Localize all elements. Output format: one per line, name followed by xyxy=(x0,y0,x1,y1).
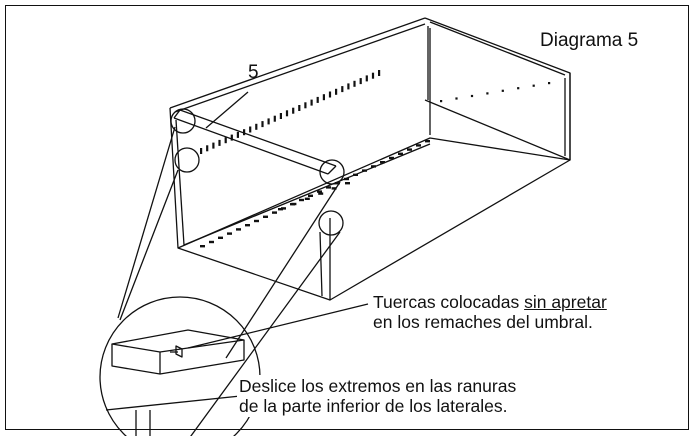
rivet-slot xyxy=(308,194,313,197)
rivet-slot xyxy=(318,192,324,195)
rivet-slot xyxy=(359,78,362,85)
rivet-slot xyxy=(281,207,286,210)
callout-circle-3 xyxy=(319,159,345,185)
detail-inset-parts xyxy=(105,329,251,436)
rivet-slot xyxy=(236,228,241,231)
rivet-slot xyxy=(304,197,310,200)
rivet-slot xyxy=(326,186,331,189)
rivet-slot xyxy=(285,110,289,117)
rivet-slot xyxy=(416,144,421,147)
rivet-slot xyxy=(310,99,313,106)
cross-brace xyxy=(173,109,337,175)
rivet-slot xyxy=(331,187,337,190)
rivet-slot xyxy=(236,131,239,138)
rivet-slot xyxy=(347,83,350,90)
rivet-slot xyxy=(398,152,403,155)
rivet-slot xyxy=(273,115,276,122)
rivet-slot xyxy=(335,88,338,95)
rivet-slot xyxy=(245,224,250,227)
note-nuts-line2: en los remaches del umbral. xyxy=(373,312,593,333)
rivet-slot xyxy=(230,134,233,141)
rivet-slot xyxy=(267,118,270,125)
rivet-slot xyxy=(341,86,344,93)
rivet-slot xyxy=(263,215,268,218)
rivet-slots xyxy=(200,70,551,248)
rivet-slot xyxy=(344,177,349,181)
rivet-slot xyxy=(371,165,376,168)
rivet-slot xyxy=(224,137,227,144)
rivet-slot xyxy=(353,173,358,176)
rivet-slot xyxy=(316,96,319,103)
rivet-slot xyxy=(212,142,215,149)
rivet-slot xyxy=(470,94,474,98)
callout-circle-4 xyxy=(318,210,344,236)
rivet-slot xyxy=(425,140,430,143)
note-slide-line2: de la parte inferior de los laterales. xyxy=(239,396,508,417)
diagram-title: Diagrama 5 xyxy=(540,30,639,51)
rivet-slot xyxy=(517,87,520,90)
rivet-slot xyxy=(299,198,304,202)
note-slide-ends: Deslice los extremos en las ranuras de l… xyxy=(237,375,519,418)
connector-line-1 xyxy=(117,126,176,319)
rivet-slot xyxy=(328,91,332,98)
note-nuts-emphasis: sin apretar xyxy=(524,292,607,312)
connector-line-4 xyxy=(190,231,341,436)
rivet-slot xyxy=(218,236,223,239)
rivet-slot xyxy=(322,94,325,101)
back-panel xyxy=(169,17,431,135)
rivet-slot xyxy=(227,232,232,235)
side-panel-right xyxy=(329,73,571,301)
rivet-slot xyxy=(317,190,322,193)
rivet-slot xyxy=(298,105,301,111)
rivet-slot xyxy=(548,82,551,85)
rivet-slot xyxy=(532,84,535,87)
connector-line-3 xyxy=(225,181,341,359)
rivet-slot xyxy=(254,219,259,223)
rivet-slot xyxy=(249,126,252,133)
callout-circle-2 xyxy=(174,147,200,173)
rivet-slot xyxy=(380,161,385,164)
detail-inset-circle xyxy=(99,296,261,436)
rivet-slot xyxy=(279,113,282,119)
connector-line-2 xyxy=(119,169,179,321)
part-number-leader xyxy=(205,91,249,129)
rivet-slot xyxy=(389,156,394,160)
rivet-slot xyxy=(455,97,458,100)
rivet-slot xyxy=(200,245,205,248)
rivet-slot xyxy=(345,182,350,185)
rivet-slot xyxy=(362,169,367,172)
rivet-slot xyxy=(243,129,246,136)
rivet-slot xyxy=(206,145,209,152)
note-leader-line xyxy=(187,303,369,349)
note-nuts: Tuercas colocadas sin apretar en los rem… xyxy=(371,291,609,334)
rivet-slot xyxy=(209,240,214,244)
part-number-label: 5 xyxy=(248,62,259,83)
rivet-slot xyxy=(335,182,340,185)
side-panel-left xyxy=(169,107,571,301)
callout-circle-1 xyxy=(170,108,196,134)
rivet-slot xyxy=(407,148,412,151)
rivet-slot xyxy=(291,202,297,206)
note-nuts-line1-prefix: Tuercas colocadas xyxy=(373,292,525,312)
diagram-frame xyxy=(5,5,689,430)
rivet-slot xyxy=(255,123,258,130)
rivet-slot xyxy=(486,92,489,95)
rivet-slot xyxy=(501,89,504,92)
rivet-slot xyxy=(278,208,283,211)
note-slide-line1: Deslice los extremos en las ranuras xyxy=(239,376,517,396)
rivet-slot xyxy=(272,211,277,214)
rivet-slot xyxy=(200,148,203,154)
rivet-slot xyxy=(218,139,221,146)
rivet-slot xyxy=(378,70,381,76)
rivet-slot xyxy=(304,102,307,109)
rivet-slot xyxy=(440,100,443,103)
rivet-slot xyxy=(292,107,295,114)
rivet-slot xyxy=(353,80,356,87)
rivet-slot xyxy=(365,75,368,82)
rivet-slot xyxy=(261,121,264,128)
rivet-slot xyxy=(371,72,375,79)
